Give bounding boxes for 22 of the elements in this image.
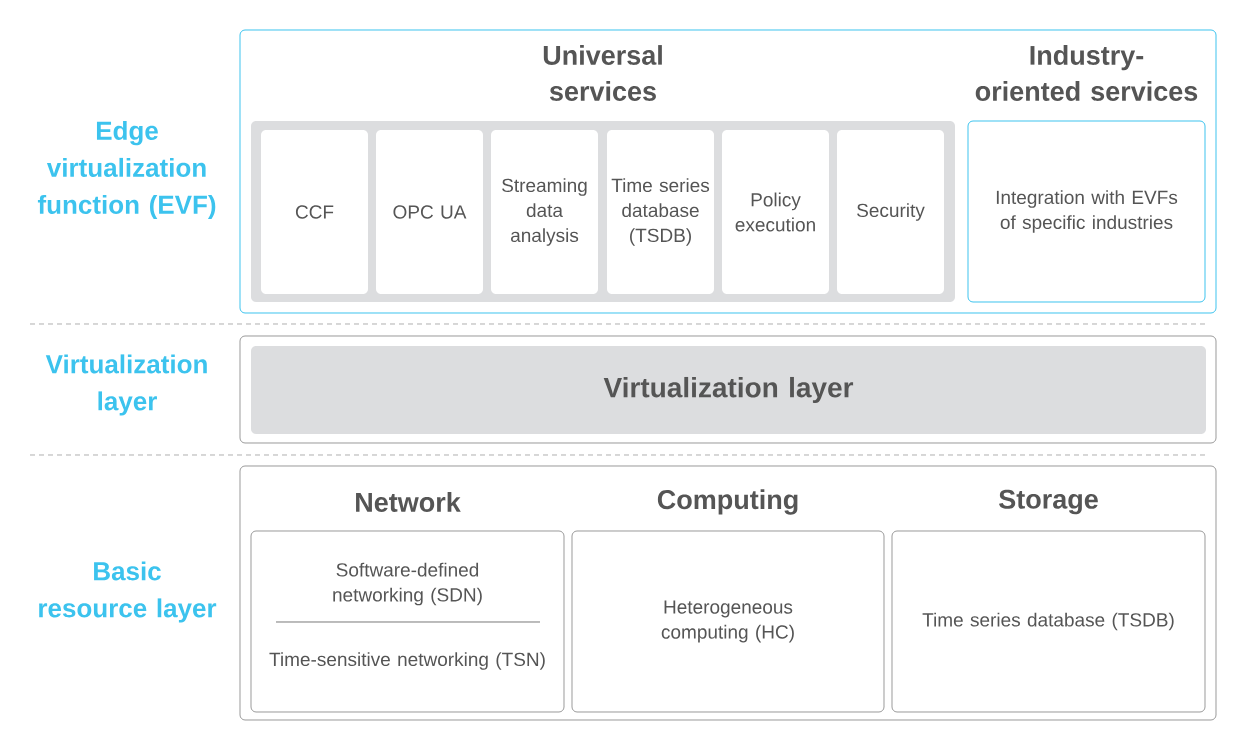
service-box: Security <box>837 130 944 294</box>
section-heading: Universal services <box>543 45 662 101</box>
layer-frame <box>239 465 1217 721</box>
section-heading: Network <box>356 492 461 512</box>
service-box: OPC UA <box>376 130 483 294</box>
layer-frame <box>239 29 1217 314</box>
service-box: Time series database (TSDB) <box>607 130 714 294</box>
resource-box: Time series database (TSDB) <box>891 530 1206 713</box>
service-box: Policy execution <box>722 130 829 294</box>
layer-label: Basic resource layer <box>39 561 217 623</box>
layer-label: Edge virtualization function (EVF) <box>37 120 216 220</box>
service-box: CCF <box>261 130 368 294</box>
layer-label: Virtualization layer <box>45 354 207 416</box>
service-box: Integration with EVFs of specific industries <box>967 120 1206 303</box>
resource-box: Software-defined networking (SDN) Time-sensitive networking (TSN) <box>250 530 565 713</box>
section-heading: Storage <box>999 489 1098 515</box>
section-heading: Industry-oriented services <box>975 45 1198 101</box>
resource-box: Heterogeneous computing (HC) <box>571 530 885 713</box>
layer-frame <box>239 335 1217 444</box>
section-heading: Computing <box>657 489 798 515</box>
service-box: Streaming data analysis <box>491 130 598 294</box>
layer-bar: Virtualization layer <box>251 346 1206 434</box>
